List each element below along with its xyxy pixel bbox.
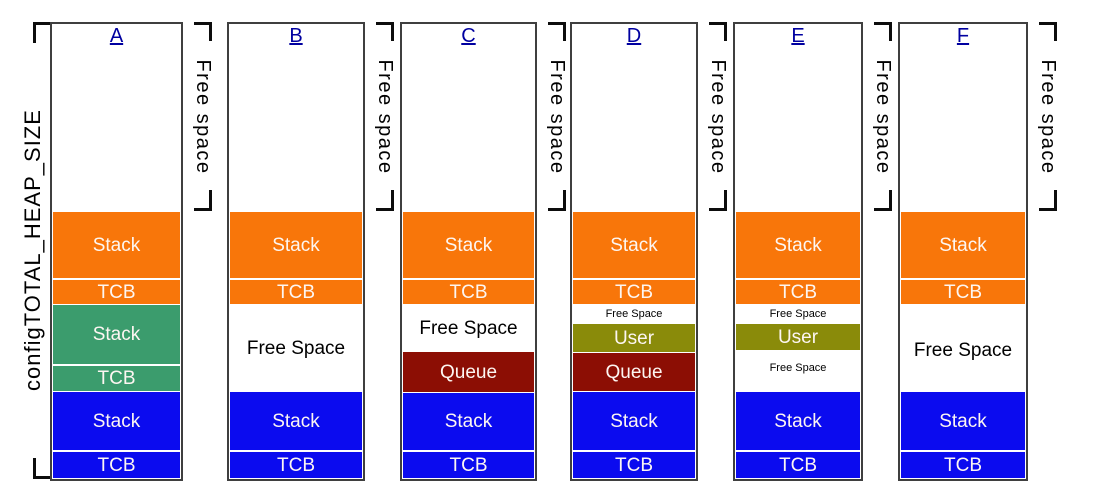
bracket-bottom-icon	[874, 190, 892, 211]
block-user: User	[573, 324, 695, 352]
bracket-top-icon	[874, 22, 892, 41]
block-stack: Stack	[901, 392, 1025, 450]
left-bracket-top-icon	[33, 22, 52, 43]
block-stack: Stack	[403, 212, 534, 278]
column-label-c[interactable]: C	[461, 25, 476, 47]
block-tcb: TCB	[736, 280, 860, 304]
free-space-label: Free Space	[605, 307, 663, 320]
block-tcb: TCB	[230, 280, 362, 304]
block-stack: Stack	[230, 392, 362, 450]
block-tcb: TCB	[53, 452, 180, 478]
left-bracket-bottom-icon	[33, 458, 52, 479]
block-stack: Stack	[901, 212, 1025, 278]
block-tcb: TCB	[573, 452, 695, 478]
free-space-annotation-f: Free space	[1037, 22, 1061, 212]
free-space-annotation-d: Free space	[707, 22, 731, 212]
block-stack: Stack	[736, 392, 860, 450]
free-space-side-label: Free space	[1037, 59, 1059, 175]
block-stack: Stack	[573, 212, 695, 278]
block-stack: Stack	[53, 305, 180, 364]
column-label-a[interactable]: A	[109, 25, 124, 47]
free-space-side-label: Free space	[707, 59, 729, 175]
bracket-top-icon	[1039, 22, 1057, 41]
block-queue: Queue	[403, 352, 534, 392]
column-label-e[interactable]: E	[791, 25, 805, 47]
free-space-side-label: Free space	[192, 59, 214, 175]
block-tcb: TCB	[403, 280, 534, 304]
block-stack: Stack	[403, 393, 534, 450]
block-stack: Stack	[736, 212, 860, 278]
heap-size-axis-label: configTOTAL_HEAP_SIZE	[20, 109, 45, 391]
free-space-label: Free Space	[913, 339, 1013, 361]
free-space-annotation-c: Free space	[546, 22, 570, 212]
free-space-annotation-b: Free space	[374, 22, 398, 212]
bracket-bottom-icon	[194, 190, 212, 211]
bracket-top-icon	[376, 22, 394, 41]
block-stack: Stack	[573, 392, 695, 450]
block-tcb: TCB	[403, 452, 534, 478]
free-space-annotation-a: Free space	[192, 22, 216, 212]
block-tcb: TCB	[53, 280, 180, 304]
bracket-top-icon	[194, 22, 212, 41]
block-stack: Stack	[230, 212, 362, 278]
column-label-f[interactable]: F	[956, 25, 970, 47]
block-tcb: TCB	[901, 280, 1025, 304]
free-space-label: Free Space	[769, 361, 827, 374]
free-space-side-label: Free space	[546, 59, 568, 175]
column-label-b[interactable]: B	[289, 25, 303, 47]
block-user: User	[736, 324, 860, 350]
block-tcb: TCB	[53, 366, 180, 391]
free-space-label: Free Space	[769, 307, 827, 320]
bracket-top-icon	[548, 22, 566, 41]
free-space-side-label: Free space	[872, 59, 894, 175]
bracket-bottom-icon	[548, 190, 566, 211]
bracket-bottom-icon	[1039, 190, 1057, 211]
free-space-side-label: Free space	[374, 59, 396, 175]
free-space-annotation-e: Free space	[872, 22, 896, 212]
block-queue: Queue	[573, 353, 695, 391]
free-space-label: Free Space	[419, 317, 518, 339]
free-space-label: Free Space	[246, 337, 346, 359]
bracket-top-icon	[709, 22, 727, 41]
bracket-bottom-icon	[376, 190, 394, 211]
block-tcb: TCB	[230, 452, 362, 478]
block-tcb: TCB	[901, 452, 1025, 478]
block-tcb: TCB	[573, 280, 695, 304]
bracket-bottom-icon	[709, 190, 727, 211]
block-tcb: TCB	[736, 452, 860, 478]
column-label-d[interactable]: D	[626, 25, 642, 47]
block-stack: Stack	[53, 212, 180, 278]
block-stack: Stack	[53, 392, 180, 450]
